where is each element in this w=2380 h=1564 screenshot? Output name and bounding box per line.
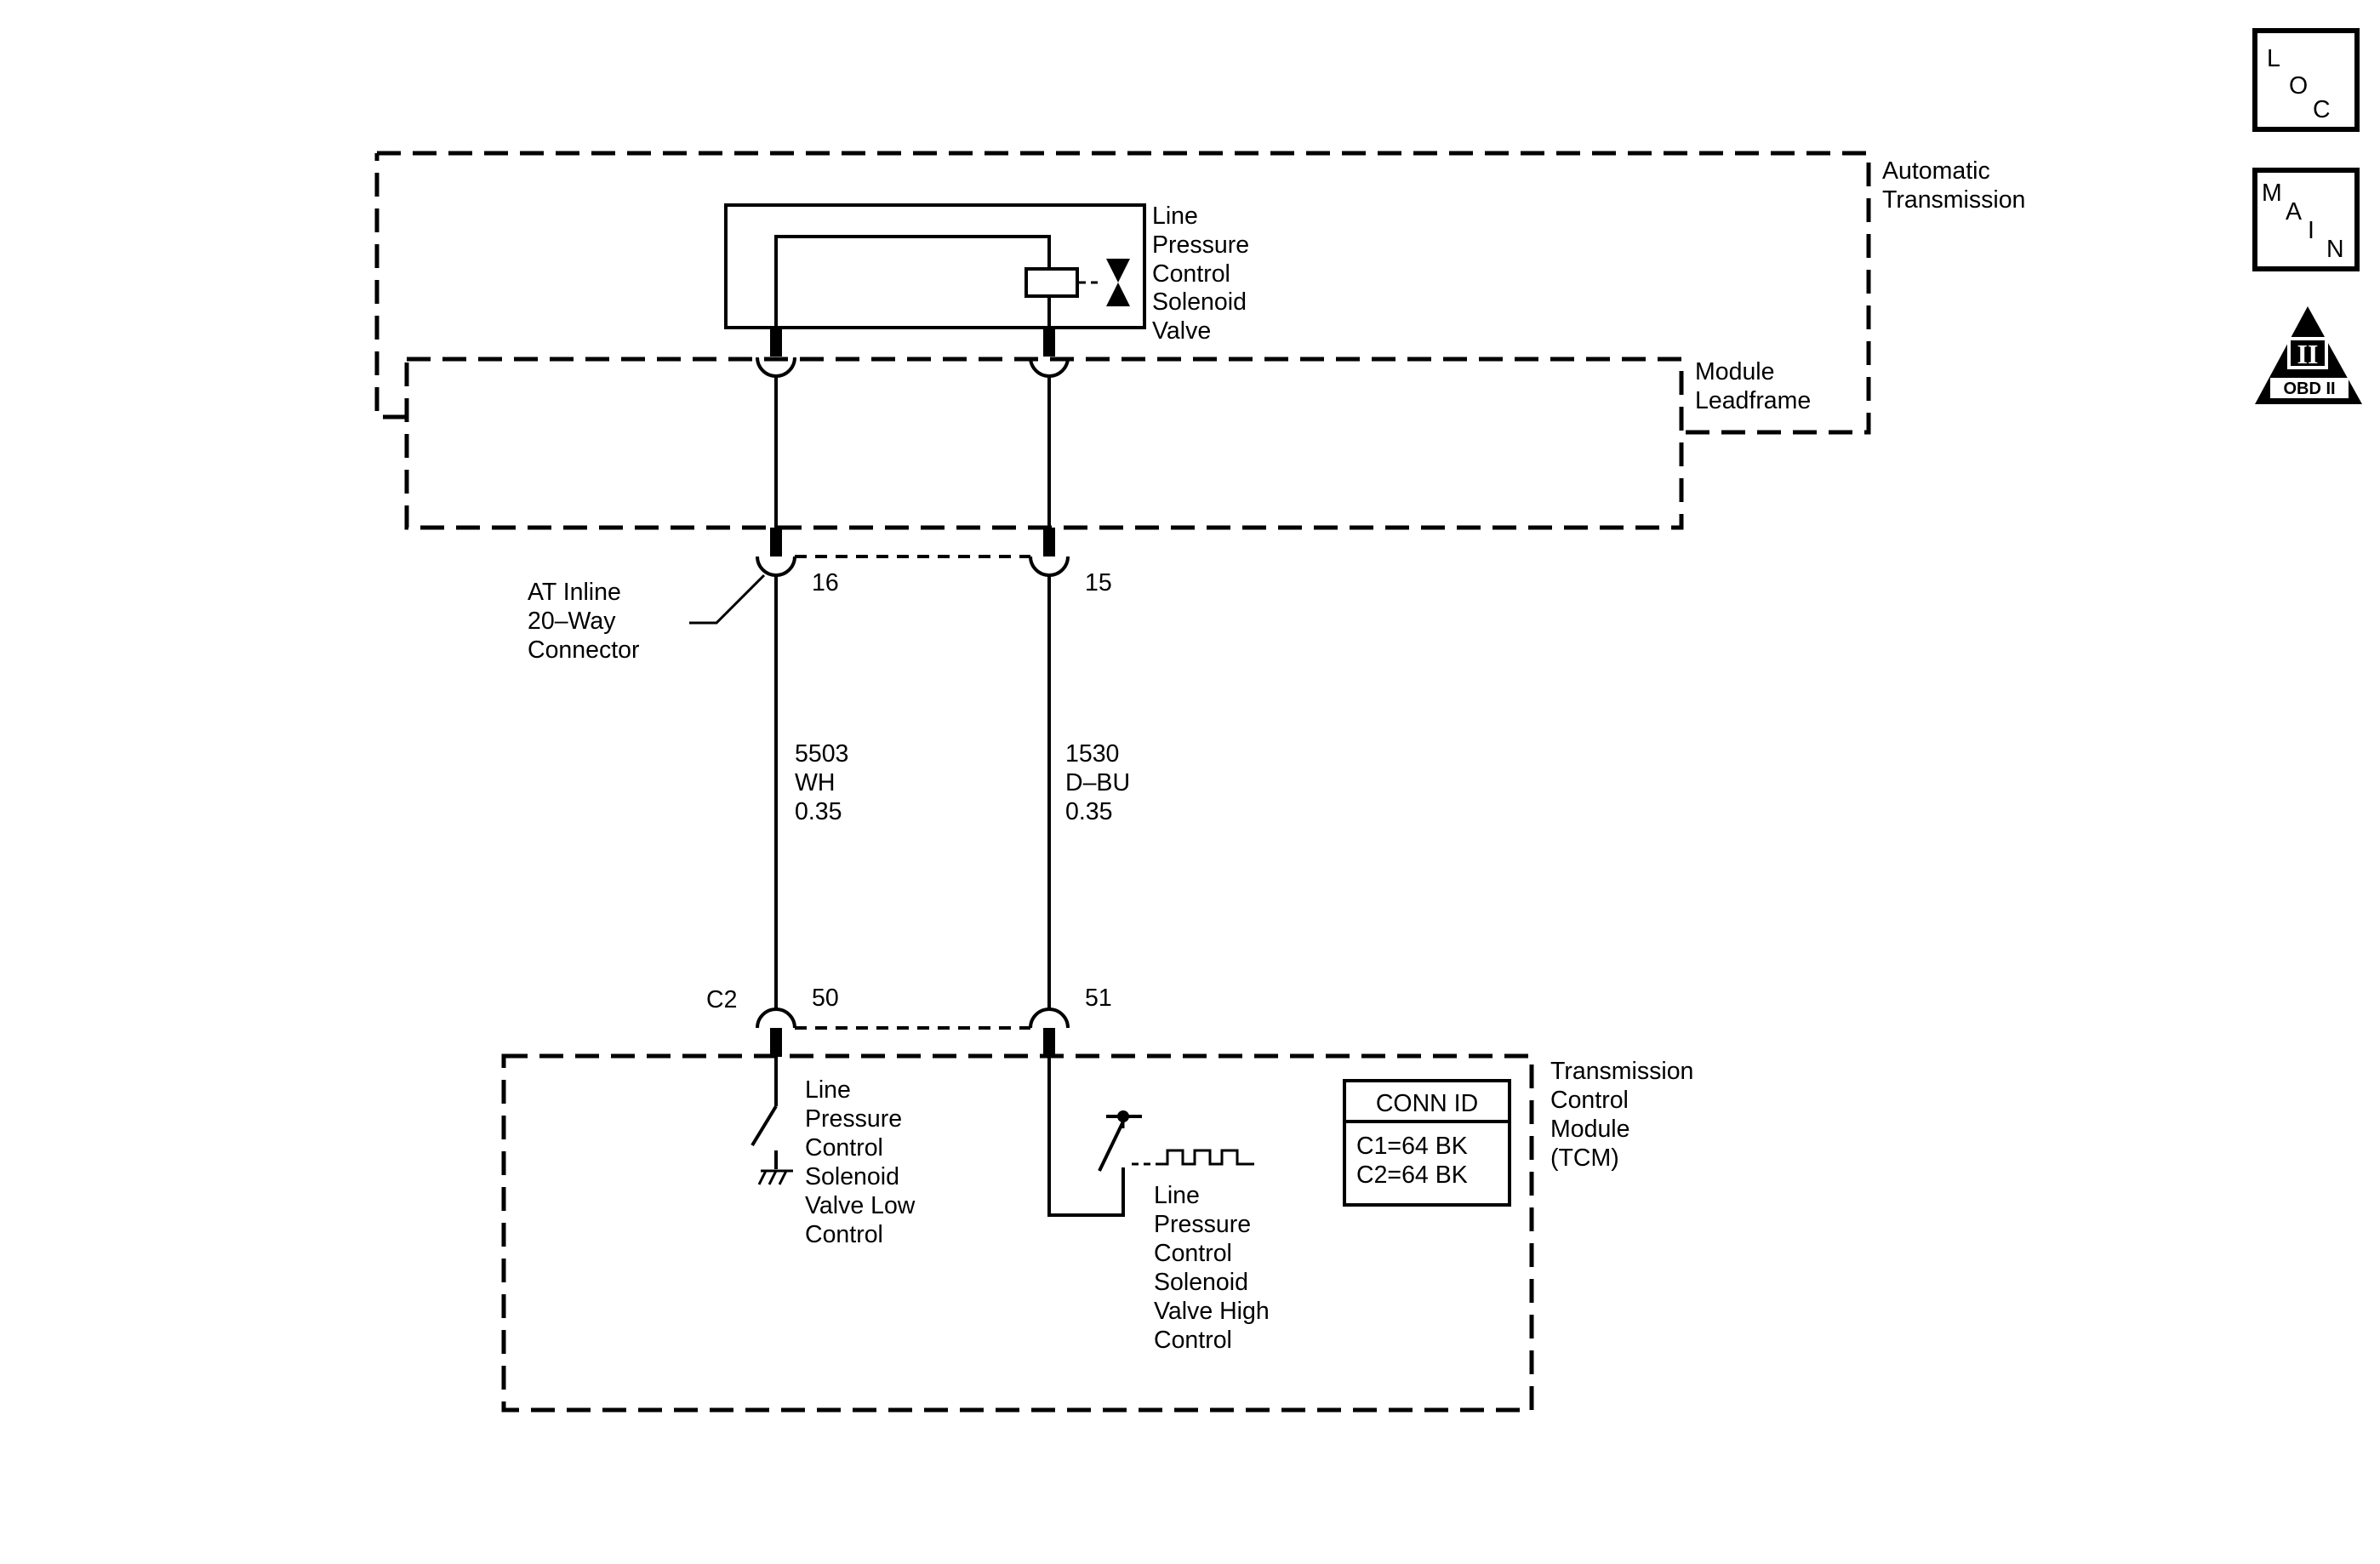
svg-text:Control: Control bbox=[1152, 260, 1230, 288]
connector-c2: C2 bbox=[706, 986, 737, 1013]
tcm-label: Transmission Control Module (TCM) bbox=[1550, 1058, 1693, 1172]
svg-text:OBD II: OBD II bbox=[2283, 380, 2335, 398]
svg-text:Control: Control bbox=[805, 1221, 883, 1248]
svg-text:O: O bbox=[2289, 72, 2308, 100]
svg-text:Valve: Valve bbox=[1152, 317, 1211, 345]
svg-text:II: II bbox=[2297, 339, 2319, 369]
solenoid-internal-wire bbox=[774, 235, 1051, 328]
svg-text:Solenoid: Solenoid bbox=[1154, 1269, 1248, 1296]
loc-icon[interactable]: L O C bbox=[2252, 28, 2360, 132]
solenoid-valve-box bbox=[724, 203, 1146, 329]
svg-text:D–BU: D–BU bbox=[1065, 769, 1130, 796]
svg-text:WH: WH bbox=[795, 769, 835, 796]
svg-text:Pressure: Pressure bbox=[1154, 1211, 1251, 1238]
svg-text:Connector: Connector bbox=[528, 636, 640, 664]
svg-text:1530: 1530 bbox=[1065, 740, 1119, 768]
svg-text:Pressure: Pressure bbox=[805, 1105, 902, 1133]
svg-text:Control: Control bbox=[1550, 1087, 1629, 1114]
conn-id-title: CONN ID bbox=[1376, 1090, 1478, 1117]
inline-connector-left-pin bbox=[756, 528, 796, 577]
ground-icon bbox=[757, 1169, 793, 1185]
svg-text:0.35: 0.35 bbox=[1065, 798, 1112, 825]
svg-text:Line: Line bbox=[805, 1076, 851, 1104]
automatic-transmission-boundary bbox=[374, 151, 1871, 435]
high-control-label: Line Pressure Control Solenoid Valve Hig… bbox=[1154, 1182, 1270, 1354]
svg-text:Leadframe: Leadframe bbox=[1695, 387, 1811, 414]
pin-15: 15 bbox=[1085, 569, 1112, 596]
svg-text:Transmission: Transmission bbox=[1882, 186, 2025, 214]
conn-id-table: CONN ID C1=64 BK C2=64 BK bbox=[1343, 1079, 1511, 1207]
pin-16: 16 bbox=[812, 569, 839, 596]
svg-text:Solenoid: Solenoid bbox=[805, 1163, 899, 1190]
svg-text:Control: Control bbox=[805, 1134, 883, 1162]
svg-text:20–Way: 20–Way bbox=[528, 608, 616, 635]
inline-connector-leader bbox=[689, 574, 766, 625]
pin-51: 51 bbox=[1085, 985, 1112, 1012]
conn-id-row: C2=64 BK bbox=[1356, 1162, 1468, 1189]
svg-text:Control: Control bbox=[1154, 1240, 1232, 1267]
svg-text:M: M bbox=[2262, 180, 2282, 207]
svg-text:(TCM): (TCM) bbox=[1550, 1144, 1619, 1172]
low-side-switch-icon bbox=[751, 1057, 778, 1169]
svg-text:C: C bbox=[2313, 96, 2331, 123]
svg-text:N: N bbox=[2326, 236, 2344, 263]
svg-text:L: L bbox=[2267, 45, 2280, 72]
inline-connector-label: AT Inline 20–Way Connector bbox=[528, 579, 640, 664]
svg-text:Automatic: Automatic bbox=[1882, 157, 1990, 185]
automatic-transmission-label: Automatic Transmission bbox=[1882, 157, 2025, 214]
svg-text:Transmission: Transmission bbox=[1550, 1058, 1693, 1085]
svg-text:Module: Module bbox=[1550, 1116, 1629, 1143]
svg-text:Control: Control bbox=[1154, 1327, 1232, 1354]
tcm-connector-right-pin bbox=[1029, 1007, 1070, 1057]
svg-text:AT Inline: AT Inline bbox=[528, 579, 621, 606]
svg-text:0.35: 0.35 bbox=[795, 798, 842, 825]
obd-ii-icon[interactable]: II OBD II bbox=[2255, 306, 2362, 404]
svg-text:Line: Line bbox=[1152, 203, 1198, 230]
svg-text:Solenoid: Solenoid bbox=[1152, 288, 1247, 316]
svg-text:Valve Low: Valve Low bbox=[805, 1192, 916, 1219]
tcm-connector-left-pin bbox=[756, 1007, 796, 1057]
main-icon[interactable]: M A I N bbox=[2252, 168, 2360, 271]
svg-text:Valve High: Valve High bbox=[1154, 1298, 1270, 1325]
tcm-boundary bbox=[501, 1053, 1534, 1413]
wire-5503-label: 5503 WH 0.35 bbox=[795, 740, 848, 825]
wire-1530-label: 1530 D–BU 0.35 bbox=[1065, 740, 1130, 825]
module-leadframe-boundary bbox=[404, 357, 1684, 530]
inline-connector-right-pin bbox=[1029, 528, 1070, 577]
low-control-label: Line Pressure Control Solenoid Valve Low… bbox=[805, 1076, 916, 1248]
solenoid-label: Line Pressure Control Solenoid Valve bbox=[1152, 203, 1249, 345]
solenoid-coil-icon bbox=[1024, 267, 1079, 298]
conn-id-row: C1=64 BK bbox=[1356, 1133, 1468, 1160]
svg-text:Line: Line bbox=[1154, 1182, 1200, 1209]
svg-text:A: A bbox=[2286, 198, 2302, 225]
solenoid-terminal-left bbox=[756, 328, 796, 378]
valve-icon bbox=[1106, 259, 1130, 306]
svg-text:5503: 5503 bbox=[795, 740, 848, 768]
svg-text:Pressure: Pressure bbox=[1152, 231, 1249, 259]
svg-text:I: I bbox=[2308, 217, 2314, 244]
pin-50: 50 bbox=[812, 985, 839, 1012]
svg-text:Module: Module bbox=[1695, 358, 1774, 385]
high-side-switch-icon bbox=[1047, 1057, 1142, 1217]
module-leadframe-label: Module Leadframe bbox=[1695, 358, 1811, 414]
pwm-signal-icon bbox=[1132, 1149, 1254, 1166]
solenoid-terminal-right bbox=[1029, 328, 1070, 378]
